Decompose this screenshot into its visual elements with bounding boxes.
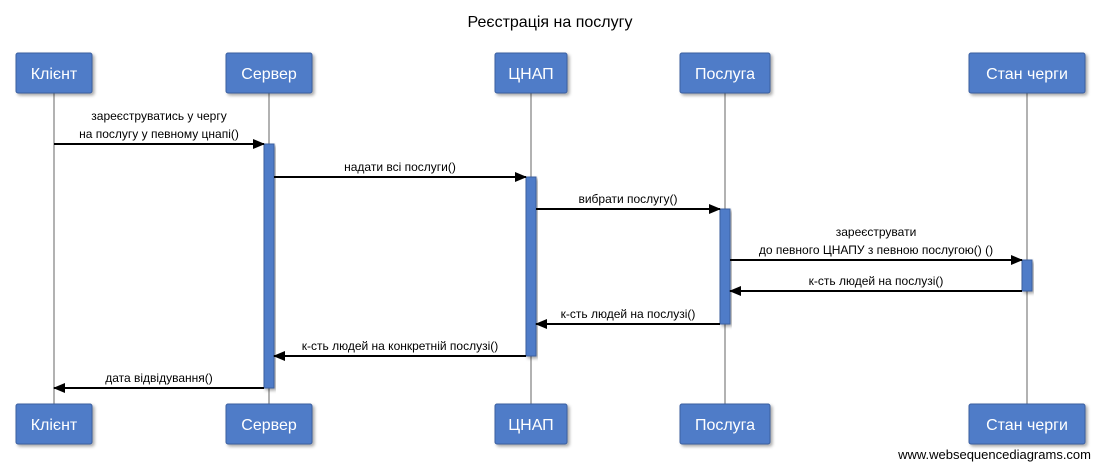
actor-box	[494, 52, 568, 94]
actor-service-bottom: Послуга	[679, 403, 771, 445]
actor-server-bottom: Сервер	[225, 403, 313, 445]
message-label: к-сть людей на послузі()	[809, 274, 944, 288]
message-label: на послугу у певному цнапі()	[79, 127, 239, 141]
watermark: www.websequencediagrams.com	[897, 447, 1091, 462]
actor-box	[15, 403, 93, 445]
actor-box	[679, 52, 771, 94]
message-1: зареєструватись у чергу на послугу у певн…	[54, 109, 265, 149]
message-label: надати всі послуги()	[344, 160, 456, 174]
actor-label: Стан черги	[986, 417, 1068, 434]
message-label: до певного ЦНАПУ з певною послугою() ()	[759, 243, 993, 257]
actor-box	[225, 403, 313, 445]
activation-bar-server	[263, 143, 275, 389]
message-8: дата відвідування()	[53, 371, 264, 393]
actor-box	[679, 403, 771, 445]
actor-box	[968, 403, 1086, 445]
activation-bars	[263, 143, 1033, 389]
actor-cnap-bottom: ЦНАП	[494, 403, 568, 445]
actor-queue-top: Стан черги	[968, 52, 1086, 94]
diagram-title: Реєстрація на послугу	[468, 14, 633, 31]
actor-box	[225, 52, 313, 94]
actor-queue-bottom: Стан черги	[968, 403, 1086, 445]
message-5: к-сть людей на послузі()	[729, 274, 1022, 296]
actor-label: ЦНАП	[508, 66, 553, 83]
activation-bar-service	[719, 208, 731, 325]
actor-client-bottom: Клієнт	[15, 403, 93, 445]
message-label: к-сть людей на конкретній послузі()	[302, 339, 498, 353]
actor-box	[15, 52, 93, 94]
message-6: к-сть людей на послузі()	[535, 307, 720, 329]
actor-label: Клієнт	[31, 417, 78, 434]
activation-bar-cnap	[525, 176, 537, 357]
message-label: дата відвідування()	[105, 371, 213, 385]
actor-client-top: Клієнт	[15, 52, 93, 94]
actor-box	[968, 52, 1086, 94]
activation-bar-queue	[1021, 259, 1033, 292]
actor-label: Сервер	[241, 417, 297, 434]
messages: зареєструватись у чергу на послугу у певн…	[53, 109, 1023, 393]
actor-label: Стан черги	[986, 66, 1068, 83]
actors-top: Клієнт Сервер ЦНАП Послуга Стан черги	[15, 52, 1086, 94]
actor-label: Клієнт	[31, 66, 78, 83]
actor-server-top: Сервер	[225, 52, 313, 94]
message-2: надати всі послуги()	[274, 160, 527, 182]
message-4: зареєструвати до певного ЦНАПУ з певною п…	[730, 225, 1023, 265]
message-7: к-сть людей на конкретній послузі()	[273, 339, 526, 361]
actor-box	[494, 403, 568, 445]
actor-service-top: Послуга	[679, 52, 771, 94]
actor-label: Послуга	[695, 66, 755, 83]
message-label: зареєструватись у чергу	[91, 109, 226, 123]
message-label: вибрати послугу()	[578, 192, 677, 206]
actor-label: ЦНАП	[508, 417, 553, 434]
message-3: вибрати послугу()	[536, 192, 721, 214]
message-label: зареєструвати	[836, 225, 917, 239]
actor-cnap-top: ЦНАП	[494, 52, 568, 94]
message-label: к-сть людей на послузі()	[561, 307, 696, 321]
actor-label: Сервер	[241, 66, 297, 83]
actor-label: Послуга	[695, 417, 755, 434]
actors-bottom: Клієнт Сервер ЦНАП Послуга Стан черги	[15, 403, 1086, 445]
